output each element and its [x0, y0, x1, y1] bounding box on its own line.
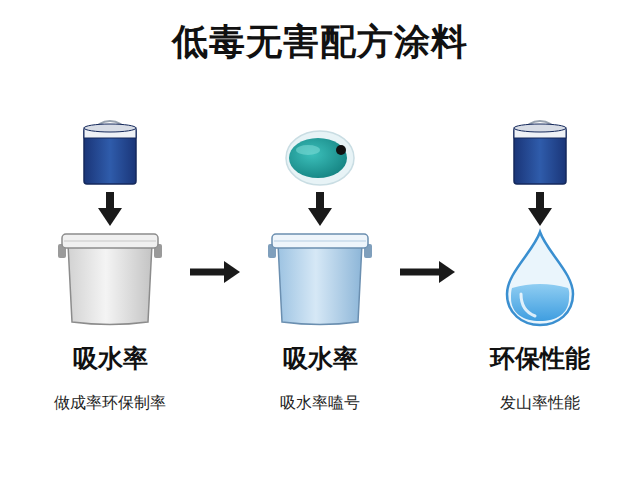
node-heading: 吸水率 — [230, 344, 410, 374]
down-arrow — [528, 192, 552, 226]
paint-can — [84, 121, 136, 184]
grey-bucket-node: 吸水率做成率环保制率 — [30, 228, 190, 328]
teal-blob — [286, 131, 354, 185]
node-outline — [30, 228, 190, 328]
node-outline — [240, 228, 400, 328]
node-heading: 吸水率 — [20, 344, 200, 374]
down-arrow — [308, 192, 332, 226]
diagram-title: 低毒无害配方涂料 — [0, 18, 640, 67]
node-heading: 环保性能 — [445, 344, 635, 374]
arrow-shaft — [190, 269, 226, 276]
water-drop-node: 环保性能发山率性能 — [455, 228, 625, 328]
down-arrow — [98, 192, 122, 226]
paint-can — [514, 121, 566, 184]
blue-bucket-node: 吸水率吸水率嗑号 — [240, 228, 400, 328]
node-outline — [455, 228, 625, 328]
arrow-head — [224, 261, 240, 283]
flow-arrow — [400, 261, 455, 283]
arrow-head — [439, 261, 455, 283]
arrow-shaft — [400, 269, 441, 276]
node-subtext: 做成率环保制率 — [20, 393, 200, 413]
flow-arrow — [190, 261, 240, 283]
node-subtext: 吸水率嗑号 — [230, 393, 410, 413]
node-subtext: 发山率性能 — [445, 393, 635, 413]
